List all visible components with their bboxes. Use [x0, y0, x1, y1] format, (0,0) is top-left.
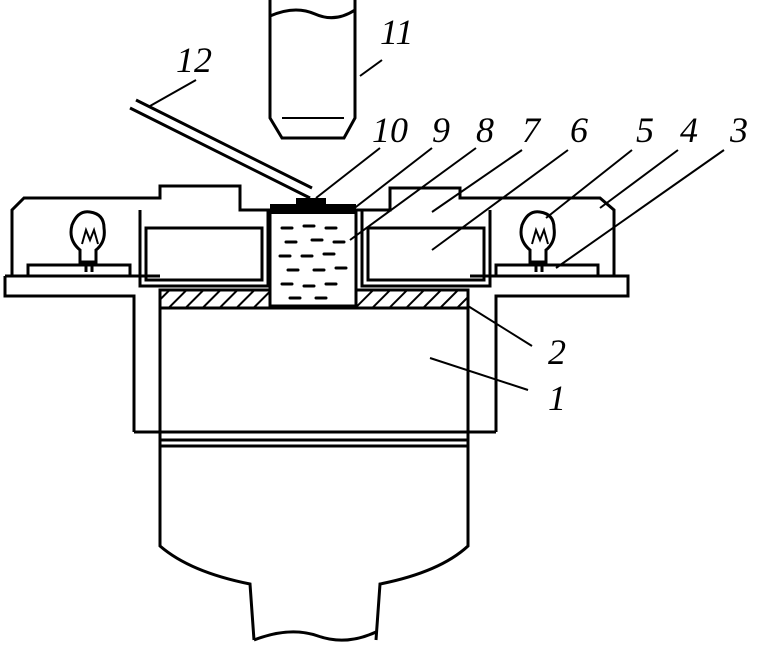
label-2: 2 — [548, 332, 566, 372]
label-7: 7 — [522, 110, 542, 150]
label-1: 1 — [548, 378, 566, 418]
callout-labels: 1 2 3 4 5 6 7 8 9 10 11 12 — [176, 12, 748, 418]
electrode-rod — [268, 0, 357, 140]
lamp-right — [519, 210, 556, 272]
label-5: 5 — [636, 110, 654, 150]
label-3: 3 — [729, 110, 748, 150]
label-8: 8 — [476, 110, 494, 150]
label-9: 9 — [432, 110, 450, 150]
sample-film — [270, 198, 356, 214]
label-4: 4 — [680, 110, 698, 150]
chamber-right — [360, 210, 492, 288]
label-11: 11 — [380, 12, 413, 52]
label-6: 6 — [570, 110, 588, 150]
main-body — [158, 306, 470, 642]
leader-lines — [149, 59, 725, 391]
lamp-left — [69, 210, 106, 272]
chamber-left — [138, 210, 270, 288]
label-12: 12 — [176, 40, 212, 80]
base-plate — [12, 263, 614, 278]
liquid-cup — [268, 208, 358, 308]
probe-wire — [129, 98, 313, 200]
label-10: 10 — [372, 110, 408, 150]
